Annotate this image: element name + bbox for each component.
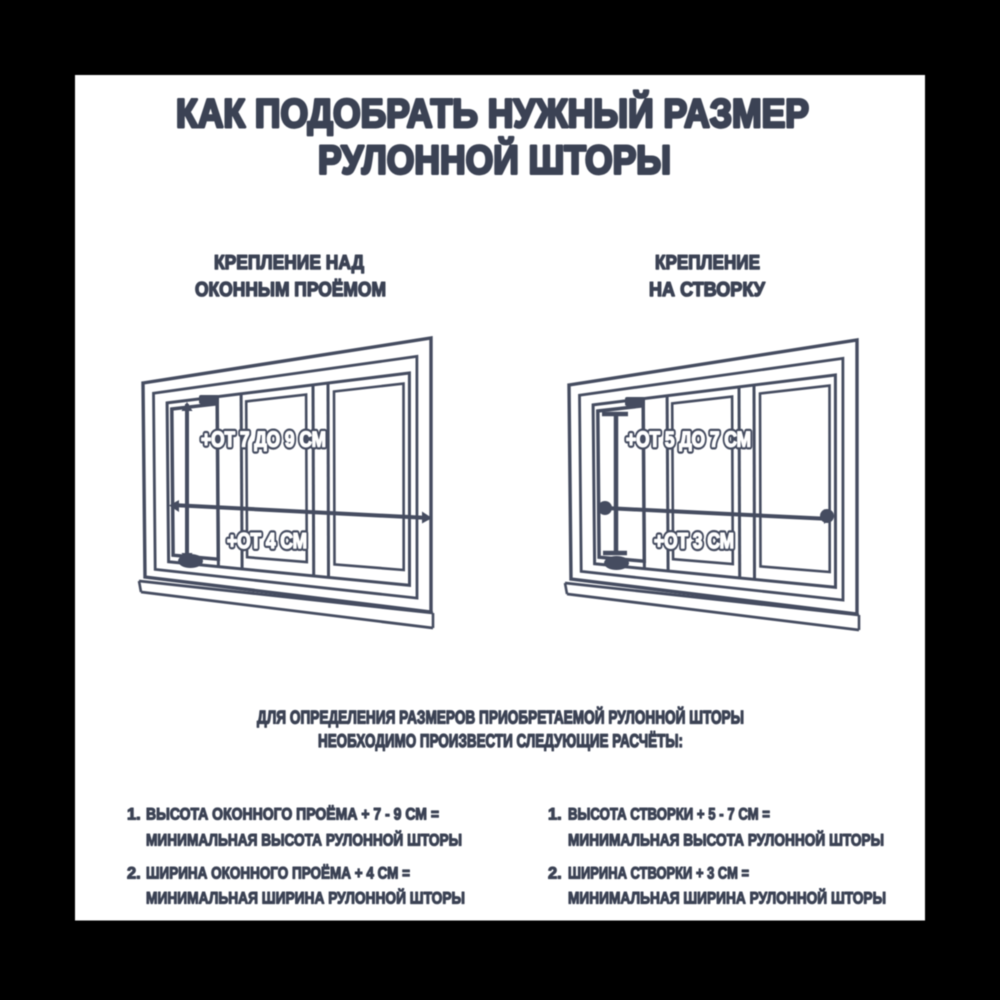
svg-text:+ОТ 3 СМ: +ОТ 3 СМ	[654, 529, 734, 553]
svg-text:ШИРИНА ОКОННОГО ПРОЁМА + 4 СМ: ШИРИНА ОКОННОГО ПРОЁМА + 4 СМ =	[146, 864, 410, 883]
svg-text:НЕОБХОДИМО ПРОИЗВЕСТИ СЛЕДУЮЩИ: НЕОБХОДИМО ПРОИЗВЕСТИ СЛЕДУЮЩИЕ РАСЧЁТЫ:	[318, 730, 683, 751]
svg-text:МИНИМАЛЬНАЯ ШИРИНА РУЛОННОЙ ШТ: МИНИМАЛЬНАЯ ШИРИНА РУЛОННОЙ ШТОРЫ	[146, 889, 465, 908]
svg-text:ОКОННЫМ ПРОЁМОМ: ОКОННЫМ ПРОЁМОМ	[195, 278, 386, 301]
svg-text:ВЫСОТА СТВОРКИ + 5 - 7 СМ =: ВЫСОТА СТВОРКИ + 5 - 7 СМ =	[568, 806, 770, 824]
svg-text:МИНИМАЛЬНАЯ ВЫСОТА РУЛОННОЙ ШТ: МИНИМАЛЬНАЯ ВЫСОТА РУЛОННОЙ ШТОРЫ	[568, 831, 884, 850]
svg-text:РУЛОННОЙ ШТОРЫ: РУЛОННОЙ ШТОРЫ	[318, 137, 671, 183]
svg-text:МИНИМАЛЬНАЯ ВЫСОТА РУЛОННОЙ ШТ: МИНИМАЛЬНАЯ ВЫСОТА РУЛОННОЙ ШТОРЫ	[146, 831, 462, 850]
svg-text:КАК ПОДОБРАТЬ НУЖНЫЙ РАЗМЕР: КАК ПОДОБРАТЬ НУЖНЫЙ РАЗМЕР	[176, 90, 809, 136]
svg-text:+ОТ 7 ДО 9 СМ: +ОТ 7 ДО 9 СМ	[201, 428, 326, 452]
svg-text:+ОТ 4 СМ: +ОТ 4 СМ	[227, 529, 307, 553]
svg-text:КРЕПЛЕНИЕ: КРЕПЛЕНИЕ	[655, 252, 760, 274]
svg-text:ВЫСОТА ОКОННОГО ПРОЁМА + 7 - 9: ВЫСОТА ОКОННОГО ПРОЁМА + 7 - 9 СМ =	[146, 805, 439, 824]
svg-text:2.: 2.	[127, 865, 141, 883]
svg-text:+ОТ 7 ДО 9 СМ: +ОТ 7 ДО 9 СМ	[201, 428, 326, 452]
svg-text:+ОТ 5 ДО 7 СМ: +ОТ 5 ДО 7 СМ	[626, 428, 751, 452]
svg-text:НА СТВОРКУ: НА СТВОРКУ	[649, 279, 766, 301]
svg-text:1.: 1.	[127, 806, 141, 824]
svg-text:2.: 2.	[548, 865, 562, 883]
svg-text:+ОТ 4 СМ: +ОТ 4 СМ	[227, 529, 307, 553]
svg-text:МИНИМАЛЬНАЯ ШИРИНА РУЛОННОЙ ШТ: МИНИМАЛЬНАЯ ШИРИНА РУЛОННОЙ ШТОРЫ	[568, 889, 886, 908]
svg-text:+ОТ 5 ДО 7 СМ: +ОТ 5 ДО 7 СМ	[626, 428, 751, 452]
svg-text:1.: 1.	[548, 806, 562, 824]
svg-text:+ОТ 3 СМ: +ОТ 3 СМ	[654, 529, 734, 553]
svg-text:КРЕПЛЕНИЕ НАД: КРЕПЛЕНИЕ НАД	[214, 252, 364, 274]
svg-text:ШИРИНА СТВОРКИ + 3 СМ =: ШИРИНА СТВОРКИ + 3 СМ =	[568, 865, 749, 883]
svg-text:ДЛЯ ОПРЕДЕЛЕНИЯ РАЗМЕРОВ ПРИОБ: ДЛЯ ОПРЕДЕЛЕНИЯ РАЗМЕРОВ ПРИОБРЕТАЕМОЙ Р…	[257, 707, 744, 728]
